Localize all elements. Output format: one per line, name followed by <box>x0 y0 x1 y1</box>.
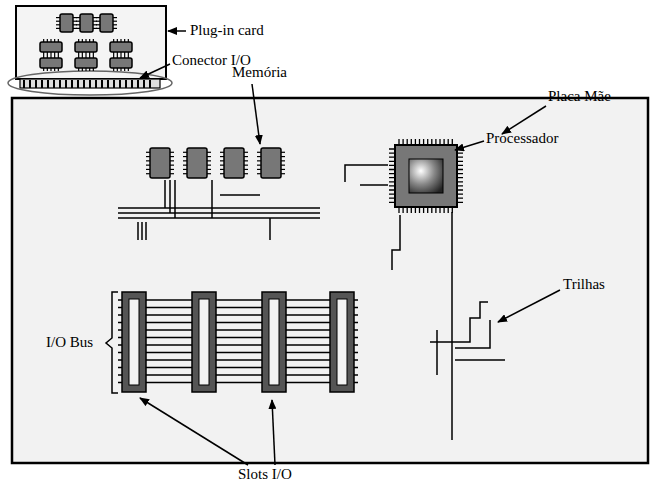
bus-line <box>118 322 358 324</box>
tracks <box>430 302 505 375</box>
connector-pin <box>89 80 91 88</box>
io-slots <box>122 292 354 392</box>
bus-label: I/O Bus <box>46 334 93 351</box>
bus-line <box>118 299 358 301</box>
slot-opening <box>269 299 279 385</box>
connector-pin <box>137 80 139 88</box>
bus-line <box>118 374 358 376</box>
board-label: Placa Mãe <box>548 88 611 105</box>
bus-line <box>118 344 358 346</box>
chip <box>187 148 207 178</box>
connector-pin <box>47 80 49 88</box>
bus-line <box>118 329 358 331</box>
processor-label: Processador <box>486 130 558 147</box>
slot-opening <box>337 299 347 385</box>
plug-in-card <box>16 6 166 79</box>
connector-strip <box>20 79 160 88</box>
bus-line <box>118 307 358 309</box>
bus-line <box>118 314 358 316</box>
processor-pins <box>389 139 463 213</box>
chip <box>261 148 281 178</box>
chip <box>224 148 244 178</box>
connector-pin <box>53 80 55 88</box>
chip <box>110 42 132 52</box>
bus-bracket <box>106 292 118 393</box>
processor-die <box>409 159 443 193</box>
bus-line <box>118 359 358 361</box>
card-chips <box>40 14 132 71</box>
chip <box>110 58 132 68</box>
connector-pin <box>149 80 151 88</box>
connector-pin <box>95 80 97 88</box>
chip <box>150 148 170 178</box>
slot-opening <box>129 299 139 385</box>
chip <box>75 42 97 52</box>
card-connector-pins <box>20 79 160 88</box>
connector-pin <box>113 80 115 88</box>
connector-pin <box>41 80 43 88</box>
connector-pin <box>71 80 73 88</box>
connector-pin <box>77 80 79 88</box>
chip <box>100 14 113 32</box>
chip <box>40 42 62 52</box>
processor-traces <box>345 165 452 440</box>
slot <box>330 292 354 392</box>
connector-pin <box>101 80 103 88</box>
bus-line <box>118 337 358 339</box>
slot <box>262 292 286 392</box>
slot <box>122 292 146 392</box>
bus-line <box>118 352 358 354</box>
connector-pin <box>125 80 127 88</box>
io-bus-lines <box>118 300 358 383</box>
connector-pin <box>83 80 85 88</box>
motherboard <box>12 98 648 463</box>
connector-pin <box>143 80 145 88</box>
connector-pin <box>23 80 25 88</box>
chip <box>60 14 73 32</box>
slots-label: Slots I/O <box>236 466 294 483</box>
memory-chips <box>146 148 285 178</box>
card-label: Plug-in card <box>190 22 264 39</box>
connector-pin <box>35 80 37 88</box>
leader-lines <box>140 31 560 465</box>
memory-traces <box>118 180 320 240</box>
slot-opening <box>199 299 209 385</box>
connector-pin <box>29 80 31 88</box>
chip <box>75 58 97 68</box>
slot <box>192 292 216 392</box>
connector-pin <box>131 80 133 88</box>
chip <box>40 58 62 68</box>
connector-pin <box>119 80 121 88</box>
connector-pin <box>65 80 67 88</box>
chip <box>80 14 93 32</box>
bus-line <box>118 367 358 369</box>
connector-pin <box>107 80 109 88</box>
processor <box>395 145 457 207</box>
connector-pin <box>59 80 61 88</box>
tracks-label: Trilhas <box>563 276 605 293</box>
memory-label: Memória <box>232 64 287 81</box>
bus-line <box>118 382 358 384</box>
